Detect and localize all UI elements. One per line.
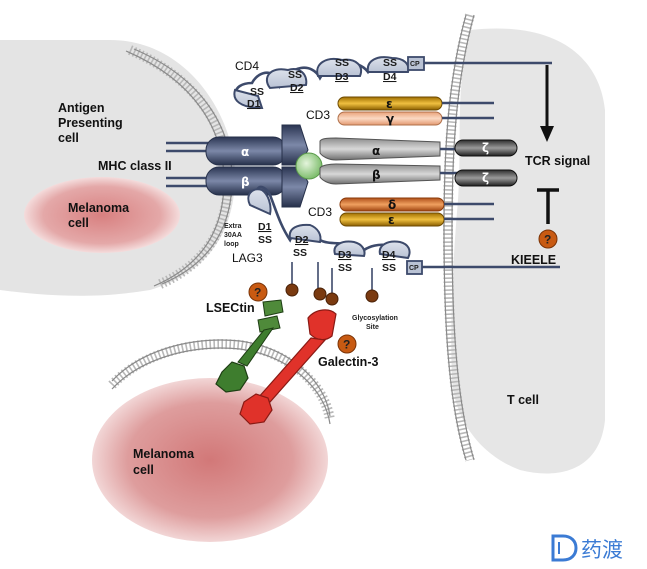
extra-loop-line3: loop [224, 241, 239, 248]
lsectin-question-mark: ? [254, 286, 261, 300]
lag3-d3-ss: SS [338, 262, 352, 274]
glyco-line2: Site [366, 324, 379, 331]
cd3-gamma: γ [386, 112, 394, 126]
glycosylation-sites [285, 262, 379, 306]
cd4-label: CD4 [235, 59, 259, 73]
melanoma-bottom-label: Melanoma cell [133, 447, 198, 477]
cd4-cp: CP [410, 61, 420, 68]
zeta-bottom: ζ [482, 171, 489, 185]
cd4-d1: D1 [247, 98, 261, 110]
watermark-text: 药渡 [581, 538, 623, 562]
extra-loop-line1: Extra [224, 223, 242, 230]
melanoma-top-line1: Melanoma [68, 201, 130, 215]
lsectin-ligand [215, 299, 284, 393]
melanoma-top-line2: cell [68, 216, 89, 230]
mhc-alpha: α [241, 145, 249, 159]
lsectin-question-icon [248, 282, 268, 302]
galectin-question-mark: ? [343, 338, 350, 352]
apc-label-line2: Presenting [58, 116, 123, 130]
mhc-beta: β [241, 175, 250, 189]
tcr-alpha: α [372, 144, 380, 158]
cd4-d1-ss: SS [250, 86, 264, 98]
kieele-label: KIEELE [511, 253, 556, 267]
kieele-question-icon [538, 229, 558, 249]
apc-label-line1: Antigen [58, 101, 105, 115]
glyco-line1: Glycosylation [352, 315, 398, 322]
extra-loop-line2: 30AA [224, 232, 242, 239]
lag3-cp: CP [409, 265, 419, 272]
lag3-d2: D2 [295, 234, 309, 246]
cd4-d2: D2 [290, 82, 304, 94]
cd4-d3-ss: SS [335, 57, 349, 69]
kieele-question-mark: ? [544, 233, 551, 247]
watermark-logo: 药渡 [551, 534, 623, 562]
apc-label-line3: cell [58, 131, 79, 145]
cd3-top [337, 96, 494, 126]
cd3-epsilon-top: ε [386, 97, 393, 111]
cd4-d2-ss: SS [288, 69, 302, 81]
melanoma-cell-top [24, 177, 180, 253]
lag3-label: LAG3 [232, 251, 263, 265]
lag3-receptor [247, 185, 560, 275]
lag3-d1-ss: SS [258, 234, 272, 246]
lag3-d4: D4 [382, 249, 396, 261]
cd3-epsilon-bottom: ε [388, 213, 395, 227]
inhibition-bar [537, 188, 559, 224]
cd3-top-label: CD3 [306, 108, 330, 122]
cd3-delta: δ [388, 198, 396, 212]
extra-loop-label: Extra 30AA loop [224, 223, 244, 248]
tcr-beta: β [372, 168, 381, 182]
tcr-complex [319, 137, 518, 187]
glyco-label: Glycosylation Site [352, 315, 400, 331]
galectin-question-icon [337, 334, 357, 354]
cd3-bottom [339, 197, 494, 227]
melanoma-bottom-line2: cell [133, 463, 154, 477]
tcell-label: T cell [507, 393, 539, 407]
melanoma-bottom-line1: Melanoma [133, 447, 195, 461]
galectin-label: Galectin-3 [318, 355, 378, 369]
cd4-d4: D4 [383, 71, 397, 83]
cd4-d3: D3 [335, 71, 349, 83]
cd4-d4-ss: SS [383, 57, 397, 69]
zeta-top: ζ [482, 141, 489, 155]
watermark-d-icon [551, 534, 578, 562]
cd4-receptor [233, 56, 552, 110]
lag3-d2-ss: SS [293, 247, 307, 259]
apc-label: Antigen Presenting cell [58, 101, 126, 145]
melanoma-top-label: Melanoma cell [68, 201, 133, 230]
lag3-d4-ss: SS [382, 262, 396, 274]
tcr-signal-arrow [540, 65, 554, 142]
mhc-label: MHC class II [98, 159, 172, 173]
melanoma-membrane [108, 339, 335, 425]
tcell-membrane [442, 13, 475, 462]
galectin3-ligand [239, 309, 337, 425]
tcr-signal-label: TCR signal [525, 154, 590, 168]
lag3-d3: D3 [338, 249, 352, 261]
lag3-d1: D1 [258, 221, 272, 233]
lsectin-label: LSECtin [206, 301, 255, 315]
melanoma-cell-bottom [92, 378, 328, 542]
cd3-bottom-label: CD3 [308, 205, 332, 219]
peptide-ball [295, 152, 323, 180]
